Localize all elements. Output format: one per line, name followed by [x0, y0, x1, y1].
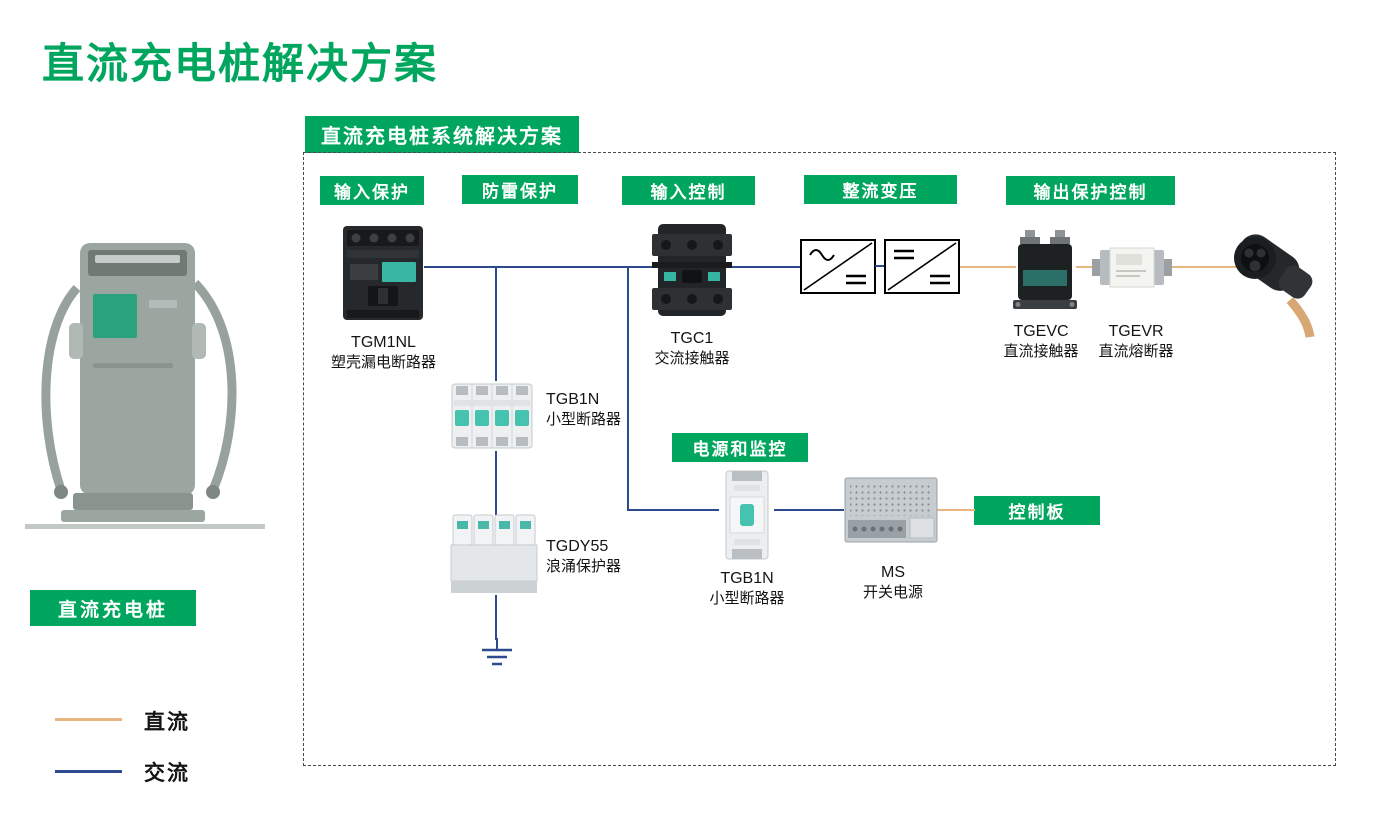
- legend-ac-line: [55, 770, 122, 773]
- badge-control-board: 控制板: [974, 496, 1100, 525]
- charging-gun-image: [1228, 224, 1324, 338]
- ac-line-tgb1n-aux-to-ms: [774, 509, 844, 511]
- label-tgc1: TGC1 交流接触器: [622, 329, 762, 369]
- badge-input-control: 输入控制: [622, 176, 755, 205]
- tgb1n-main-name: 小型断路器: [546, 411, 622, 428]
- tgb1n-aux-name: 小型断路器: [709, 590, 785, 607]
- ac-line-drop-to-monitoring: [627, 268, 629, 511]
- legend-ac-label: 交流: [144, 762, 190, 785]
- tgevr-name: 直流熔断器: [1098, 343, 1174, 360]
- ms-name: 开关电源: [862, 584, 923, 601]
- tgdy55-name: 浪涌保护器: [546, 558, 622, 575]
- ac-line-bus-main: [424, 266, 654, 268]
- earth-ground-icon: [482, 638, 512, 666]
- tgdy55-model: TGDY55: [546, 538, 609, 555]
- switching-power-supply-icon: [844, 477, 938, 543]
- tgm1nl-product-image: [338, 224, 428, 324]
- label-tgb1n-main: TGB1N 小型断路器: [546, 390, 646, 430]
- miniature-breaker-4p-icon: [451, 383, 533, 449]
- diagram-header-tag: 直流充电桩系统解决方案: [305, 116, 579, 153]
- badge-input-protection: 输入保护: [320, 176, 424, 205]
- molded-case-breaker-icon: [343, 226, 423, 320]
- label-tgevr: TGEVR 直流熔断器: [1080, 322, 1192, 362]
- tgc1-name: 交流接触器: [654, 350, 730, 367]
- tgb1n-aux-model: TGB1N: [720, 570, 774, 587]
- tgm1nl-name: 塑壳漏电断路器: [330, 354, 436, 371]
- ac-dc-converter-icon: [800, 239, 960, 294]
- tgm1nl-model: TGM1NL: [351, 334, 416, 351]
- ground-symbol: [478, 638, 516, 670]
- label-tgdy55: TGDY55 浪涌保护器: [546, 537, 656, 577]
- badge-output-protection: 输出保护控制: [1006, 176, 1175, 205]
- surge-protector-icon: [450, 514, 538, 593]
- dc-line-rectifier-to-tgevc: [958, 266, 1016, 268]
- label-tgevc: TGEVC 直流接触器: [985, 322, 1097, 362]
- legend-dc-label: 直流: [144, 711, 190, 734]
- tgb1n-main-product-image: [450, 380, 534, 452]
- tgevc-product-image: [1012, 228, 1078, 316]
- charging-gun-icon: [1234, 234, 1315, 338]
- tgevr-model: TGEVR: [1108, 323, 1164, 340]
- tgevc-name: 直流接触器: [1003, 343, 1079, 360]
- page-title: 直流充电桩解决方案: [42, 40, 439, 87]
- label-ms: MS 开关电源: [845, 563, 941, 603]
- tgc1-product-image: [650, 222, 734, 320]
- pile-caption: 直流充电桩: [30, 590, 196, 626]
- dc-line-ms-to-control-board: [937, 509, 975, 511]
- tgdy55-product-image: [448, 513, 538, 597]
- tgc1-model: TGC1: [670, 330, 714, 347]
- charging-pile-icon: [25, 243, 265, 529]
- legend-dc-line: [55, 718, 122, 721]
- ac-line-drop-to-tgb1n: [495, 268, 497, 381]
- ac-line-tgdy55-to-ground: [495, 595, 497, 640]
- tgb1n-aux-product-image: [716, 467, 778, 563]
- ac-contactor-icon: [652, 224, 732, 316]
- badge-rectification: 整流变压: [804, 175, 957, 204]
- ms-model: MS: [881, 564, 905, 581]
- tgevr-product-image: [1092, 243, 1172, 291]
- diagram-boundary: [303, 152, 1336, 766]
- rectifier-symbols-image: [800, 239, 960, 295]
- miniature-breaker-1p-icon: [725, 470, 769, 560]
- label-tgb1n-aux: TGB1N 小型断路器: [697, 569, 797, 609]
- badge-surge-protection: 防雷保护: [462, 175, 578, 204]
- label-tgm1nl: TGM1NL 塑壳漏电断路器: [316, 333, 451, 373]
- dc-contactor-icon: [1013, 230, 1077, 309]
- ac-line-tgb1n-to-tgdy55: [495, 451, 497, 515]
- ac-line-tgc1-to-rectifier: [730, 266, 802, 268]
- tgevc-model: TGEVC: [1013, 323, 1069, 340]
- dc-line-tgevc-to-tgevr: [1076, 266, 1096, 268]
- ms-product-image: [842, 472, 940, 552]
- tgb1n-main-model: TGB1N: [546, 391, 600, 408]
- badge-power-monitoring: 电源和监控: [672, 433, 808, 462]
- ac-line-to-tgb1n-aux: [627, 509, 719, 511]
- charging-pile-illustration: [25, 228, 265, 538]
- dc-fuse-icon: [1092, 247, 1172, 288]
- dc-line-tgevr-to-gun: [1170, 266, 1246, 268]
